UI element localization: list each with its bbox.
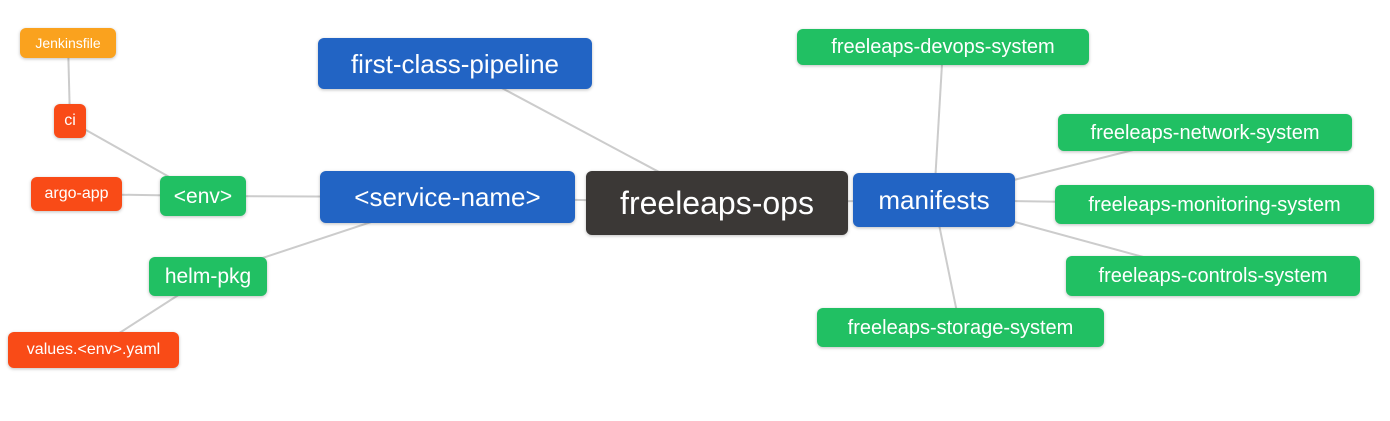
node-helm-pkg[interactable]: helm-pkg	[149, 257, 267, 296]
node-service-name[interactable]: <service-name>	[320, 171, 575, 223]
node-argo-app[interactable]: argo-app	[31, 177, 122, 211]
node-network-system[interactable]: freeleaps-network-system	[1058, 114, 1352, 151]
node-jenkinsfile[interactable]: Jenkinsfile	[20, 28, 116, 58]
node-ci[interactable]: ci	[54, 104, 86, 138]
node-monitoring-system[interactable]: freeleaps-monitoring-system	[1055, 185, 1374, 224]
node-env[interactable]: <env>	[160, 176, 246, 216]
node-values-env-yaml[interactable]: values.<env>.yaml	[8, 332, 179, 368]
node-devops-system[interactable]: freeleaps-devops-system	[797, 29, 1089, 65]
node-controls-system[interactable]: freeleaps-controls-system	[1066, 256, 1360, 296]
node-freeleaps-ops[interactable]: freeleaps-ops	[586, 171, 848, 235]
node-first-class-pipeline[interactable]: first-class-pipeline	[318, 38, 592, 89]
node-manifests[interactable]: manifests	[853, 173, 1015, 227]
node-storage-system[interactable]: freeleaps-storage-system	[817, 308, 1104, 347]
